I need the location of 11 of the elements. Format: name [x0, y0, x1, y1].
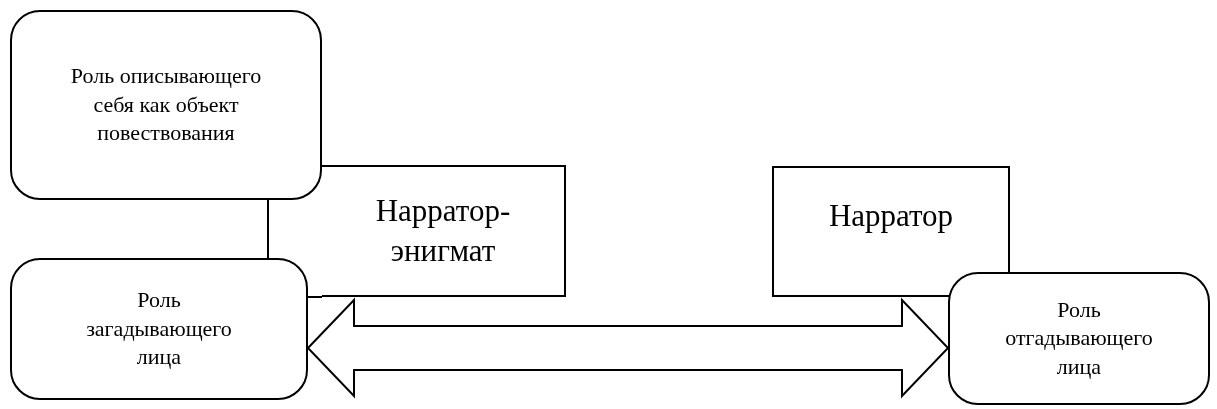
rounded-box — [10, 10, 322, 200]
rounded-box — [10, 258, 308, 400]
double-arrow — [306, 297, 950, 399]
node-text: Нарратор — [828, 197, 954, 235]
node-text: Роль описывающего себя как объект повествования — [69, 62, 263, 148]
node-text: Нарратор-энигмат — [374, 191, 512, 270]
rectangle-box — [772, 166, 1010, 297]
node-text: Роль отгадывающего лица — [1004, 295, 1154, 381]
rounded-box — [948, 272, 1210, 405]
rectangle-box — [322, 165, 566, 297]
node-text: Роль загадывающего лица — [85, 286, 233, 372]
